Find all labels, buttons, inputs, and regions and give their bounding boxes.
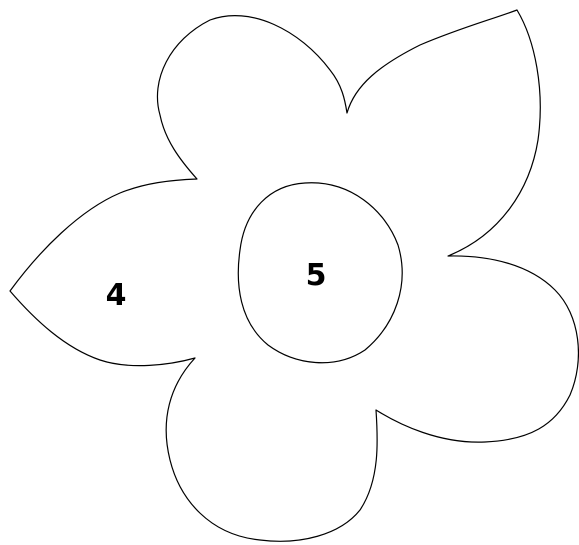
flower-center-number: 5 [306, 258, 327, 293]
flower-outline [10, 10, 578, 541]
petal-left-number: 4 [106, 278, 127, 313]
